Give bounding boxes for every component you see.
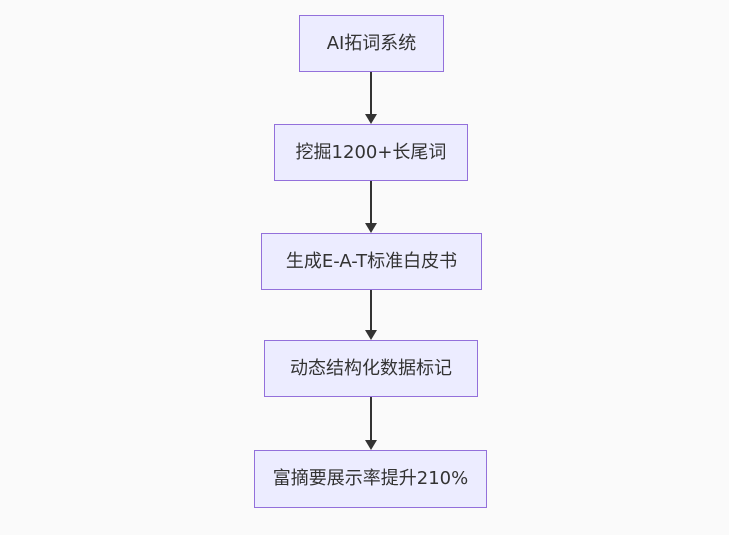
arrow-connector-3 — [365, 290, 377, 340]
arrow-head-icon — [365, 440, 377, 450]
arrow-line — [370, 181, 372, 224]
arrow-head-icon — [365, 114, 377, 124]
flow-node-ai-word-expansion: AI拓词系统 — [299, 15, 444, 72]
flow-node-structured-data-markup: 动态结构化数据标记 — [264, 340, 478, 397]
flow-node-eat-whitepaper: 生成E-A-T标准白皮书 — [261, 233, 482, 290]
arrow-connector-2 — [365, 181, 377, 233]
arrow-connector-4 — [365, 397, 377, 450]
arrow-head-icon — [365, 330, 377, 340]
arrow-line — [370, 397, 372, 441]
arrow-line — [370, 290, 372, 331]
flow-node-longtail-keywords: 挖掘1200+长尾词 — [274, 124, 468, 181]
arrow-line — [370, 72, 372, 115]
arrow-head-icon — [365, 223, 377, 233]
arrow-connector-1 — [365, 72, 377, 124]
flow-node-rich-snippet-rate: 富摘要展示率提升210% — [254, 450, 487, 508]
